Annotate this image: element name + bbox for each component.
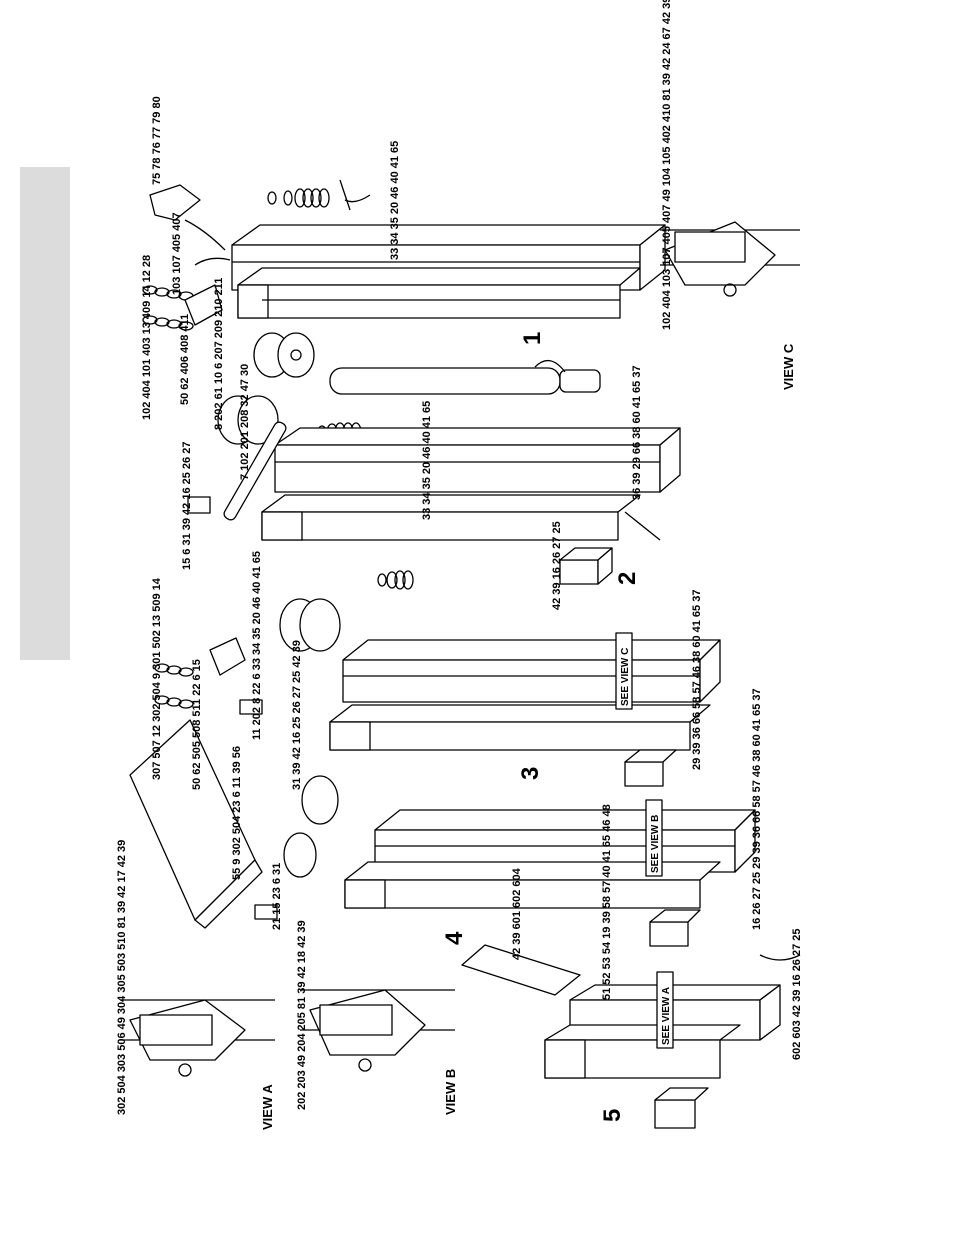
see-view-a-tag: SEE VIEW A xyxy=(661,987,672,1045)
sprocket-4 xyxy=(301,775,339,825)
section-number-4: 4 xyxy=(441,931,468,945)
section-number-3: 3 xyxy=(517,767,544,780)
rail-1b xyxy=(237,267,641,286)
callout-view-b: 202 203 49 204 205 81 39 42 18 42 39 xyxy=(296,920,308,1110)
view-captions: VIEW A VIEW B VIEW C xyxy=(260,343,796,1130)
section-number-1: 1 xyxy=(519,332,546,345)
section-5-rails xyxy=(544,984,781,1079)
callout-s2-b: 33 34 35 20 46 40 41 65 xyxy=(421,401,433,520)
mount-bracket xyxy=(149,184,201,221)
bracket-3 xyxy=(209,637,246,676)
section-number-2: 2 xyxy=(614,572,641,585)
bracket xyxy=(184,284,223,326)
callout-s2-d: 42 39 16 26 27 25 xyxy=(551,521,563,610)
callout-view-c: 102 404 103 107 405 407 49 104 105 402 4… xyxy=(661,0,673,330)
cable-46 xyxy=(759,954,801,961)
callout-s1-c: 102 404 101 403 13 409 14 12 28 xyxy=(141,255,153,420)
section-4-hardware xyxy=(129,719,701,996)
slide-block xyxy=(559,547,613,585)
spring-stack-3 xyxy=(377,570,414,590)
callout-s3-e: 31 39 42 16 25 26 27 25 42 39 xyxy=(291,640,303,790)
slide-block-3 xyxy=(624,749,677,787)
chain-3 xyxy=(154,663,194,709)
callout-s1-f: 7 102 201 208 32 47 30 xyxy=(239,364,251,480)
section-3-rails xyxy=(329,639,721,751)
view-a-caption: VIEW A xyxy=(260,1084,275,1130)
section-5-hardware xyxy=(654,954,801,1129)
see-view-tags: SEE VIEW C SEE VIEW B SEE VIEW A xyxy=(615,632,674,1049)
wire-harness xyxy=(184,219,231,266)
plate-6 xyxy=(187,496,211,514)
view-c-caption: VIEW C xyxy=(781,343,796,390)
callout-s3-c: 11 202 8 22 6 33 34 35 20 46 40 41 65 xyxy=(251,551,263,740)
section-2-rails xyxy=(261,427,681,541)
callout-s3-a: 307 507 12 302 504 9 301 502 13 509 14 xyxy=(151,577,163,780)
section-number-5: 5 xyxy=(599,1109,626,1122)
section-2-hardware xyxy=(187,421,661,585)
cylinder-30 xyxy=(329,360,601,395)
callout-s5-a: 51 52 53 54 19 39 58 57 40 41 65 46 48 xyxy=(601,804,613,1000)
callout-s4-c: 16 26 27 25 29 39 36 66 58 57 46 38 60 4… xyxy=(751,688,763,930)
section-numbers: 1 2 3 4 5 xyxy=(441,332,641,1122)
section-1-hardware xyxy=(142,179,601,445)
callout-s1-b: 103 107 405 407 xyxy=(171,212,183,295)
callout-view-a: 302 504 303 506 49 304 305 503 510 81 39… xyxy=(116,840,128,1115)
callout-s5-b: 602 603 42 39 16 26 27 25 xyxy=(791,928,803,1060)
page-side-tab xyxy=(20,167,70,660)
slide-block-4 xyxy=(649,909,701,947)
view-b-caption: VIEW B xyxy=(443,1069,458,1115)
callout-s1-d: 50 62 406 408 411 xyxy=(179,314,191,405)
section-1-rails xyxy=(231,224,666,319)
view-b-detail xyxy=(300,989,455,1072)
callout-s1-a: 33 34 35 20 46 40 41 65 xyxy=(389,141,401,260)
callout-s4-b: 21 15 23 6 31 xyxy=(271,863,283,930)
section-3-hardware xyxy=(154,570,677,787)
callout-s2-c: 36 39 29 66 38 60 41 65 37 xyxy=(631,365,643,500)
view-c-detail xyxy=(660,221,800,297)
callout-s4-d: 42 39 601 602 604 xyxy=(511,867,523,960)
callout-s1-e: 8 202 61 10 6 207 209 210 211 xyxy=(213,278,225,430)
callout-s4-a: 55 9 302 504 23 6 11 39 56 xyxy=(231,746,243,880)
spring-stack xyxy=(267,179,371,211)
callout-s2-a: 15 6 31 39 42 16 25 26 27 xyxy=(181,442,193,570)
callout-s3-b: 50 62 505 508 511 22 6 15 xyxy=(191,659,203,790)
see-view-b-tag: SEE VIEW B xyxy=(650,815,661,873)
rail-1a xyxy=(231,224,666,246)
plate-604 xyxy=(461,944,581,996)
callout-s1-top: 75 78 76 77 79 80 xyxy=(151,96,163,185)
view-a-detail xyxy=(120,999,275,1077)
shaft-15 xyxy=(223,421,287,521)
see-view-c-tag: SEE VIEW C xyxy=(620,648,631,706)
callout-s3-d: 29 39 36 66 58 57 46 38 60 41 65 37 xyxy=(691,590,703,770)
section-4-rails xyxy=(344,809,756,909)
slide-block-5 xyxy=(654,1087,709,1129)
part-callouts: 75 78 76 77 79 80 33 34 35 20 46 40 41 6… xyxy=(116,0,803,1115)
